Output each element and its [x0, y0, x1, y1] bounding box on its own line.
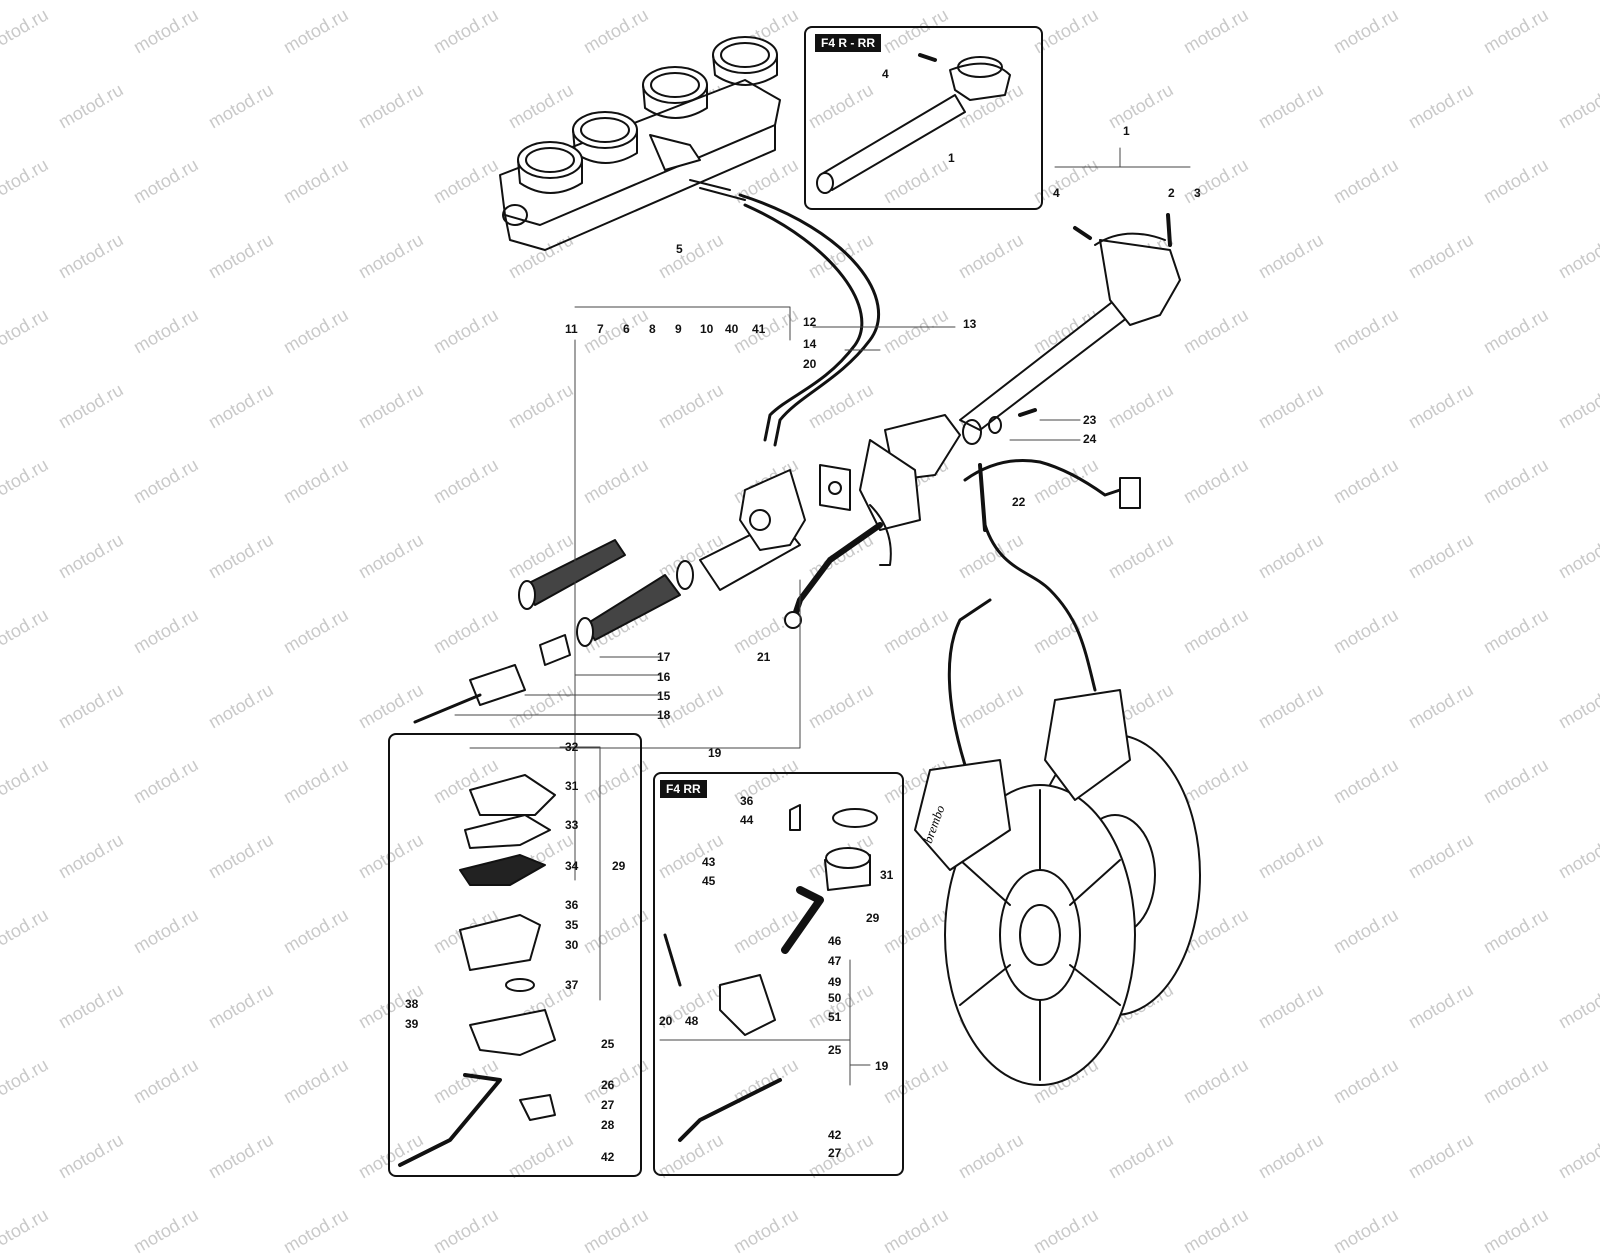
callout-number: 12 [803, 315, 817, 329]
watermark-text: motod.ru [730, 1204, 802, 1258]
callout-number: 16 [657, 670, 671, 684]
watermark-text: motod.ru [1030, 1204, 1102, 1258]
callout-number: 20 [659, 1014, 673, 1028]
callout-number: 5 [676, 242, 683, 256]
callout-number: 26 [601, 1078, 615, 1092]
callout-number: 37 [565, 978, 579, 992]
callout-number: 20 [803, 357, 817, 371]
callout-number: 9 [675, 322, 682, 336]
watermark-text: motod.ru [580, 1204, 652, 1258]
callout-number: 25 [601, 1037, 615, 1051]
inset-box-f4r-rr [804, 26, 1043, 210]
callout-number: 30 [565, 938, 579, 952]
callout-number: 38 [405, 997, 419, 1011]
callout-number: 42 [601, 1150, 615, 1164]
callout-number: 40 [725, 322, 739, 336]
callout-number: 43 [702, 855, 716, 869]
callout-number: 7 [597, 322, 604, 336]
callout-number: 10 [700, 322, 714, 336]
watermark-text: motod.ru [880, 1204, 952, 1258]
grip-assembly [413, 469, 806, 724]
callout-number: 27 [601, 1098, 615, 1112]
exploded-parts-diagram: motod.ru motod.ru motod.ru motod.ru motod.ru… [0, 4, 1600, 1257]
callout-number: 47 [828, 954, 842, 968]
inset-title-f4rr: F4 RR [660, 780, 707, 798]
callout-number: 11 [565, 322, 578, 336]
callout-number: 49 [828, 975, 842, 989]
handlebar-assembly [959, 213, 1181, 445]
callout-number: 51 [828, 1010, 842, 1024]
callout-number: 19 [708, 746, 722, 760]
callout-number: 36 [740, 794, 754, 808]
callout-number: 21 [757, 650, 771, 664]
watermark-text: motod.ru [1180, 1204, 1252, 1258]
callout-number: 4 [882, 67, 889, 81]
watermark-text: motod.ru [0, 1204, 52, 1258]
callout-number: 48 [685, 1014, 699, 1028]
inset-box-left-master-cylinder [388, 733, 642, 1177]
callout-number: 1 [948, 151, 955, 165]
callout-number: 45 [702, 874, 716, 888]
callout-number: 34 [565, 859, 579, 873]
callout-number: 14 [803, 337, 817, 351]
inset-title-f4r-rr: F4 R - RR [815, 34, 881, 52]
callout-number: 3 [1194, 186, 1201, 200]
watermark-text: motod.ru [130, 1204, 202, 1258]
callout-number: 1 [1123, 124, 1130, 138]
brake-calipers [914, 689, 1131, 871]
callout-number: 36 [565, 898, 579, 912]
callout-number: 39 [405, 1017, 419, 1031]
callout-number: 18 [657, 708, 671, 722]
inset-handlebar-detail [816, 53, 1011, 194]
right-inset-parts [663, 804, 878, 1142]
brake-discs [944, 734, 1201, 1086]
callout-number: 25 [828, 1043, 842, 1057]
diagram-drawing [398, 36, 1201, 1167]
throttle-body-assembly [499, 36, 781, 251]
callout-number: 23 [1083, 413, 1097, 427]
callout-number: 29 [612, 859, 626, 873]
master-cylinder-assembly [784, 414, 1141, 629]
callout-number: 22 [1012, 495, 1026, 509]
callout-number: 2 [1168, 186, 1175, 200]
callout-number: 27 [828, 1146, 842, 1160]
callout-number: 41 [752, 322, 766, 336]
callout-number: 42 [828, 1128, 842, 1142]
callout-number: 35 [565, 918, 579, 932]
inset-box-f4rr [653, 772, 904, 1176]
watermark-text: motod.ru [1480, 1204, 1552, 1258]
watermark-text: motod.ru [1330, 1204, 1402, 1258]
callout-number: 15 [657, 689, 671, 703]
callout-number: 4 [1053, 186, 1060, 200]
callout-number: 6 [623, 322, 630, 336]
leader-lines [454, 147, 1191, 1086]
callout-number: 44 [740, 813, 754, 827]
callout-number: 32 [565, 740, 579, 754]
callout-number: 28 [601, 1118, 615, 1132]
callout-number: 31 [880, 868, 894, 882]
callout-number: 33 [565, 818, 579, 832]
watermark-text: motod.ru [280, 1204, 352, 1258]
callout-number: 29 [866, 911, 880, 925]
brake-hoses [947, 523, 1097, 767]
callout-number: 50 [828, 991, 842, 1005]
left-inset-parts [398, 774, 556, 1167]
callout-number: 24 [1083, 432, 1097, 446]
throttle-cables [738, 193, 881, 447]
watermark-text: motod.ru [430, 1204, 502, 1258]
callout-number: 31 [565, 779, 579, 793]
callout-number: 17 [657, 650, 671, 664]
callout-number: 46 [828, 934, 842, 948]
callout-number: 13 [963, 317, 977, 331]
callout-number: 19 [875, 1059, 889, 1073]
callout-number: 8 [649, 322, 656, 336]
